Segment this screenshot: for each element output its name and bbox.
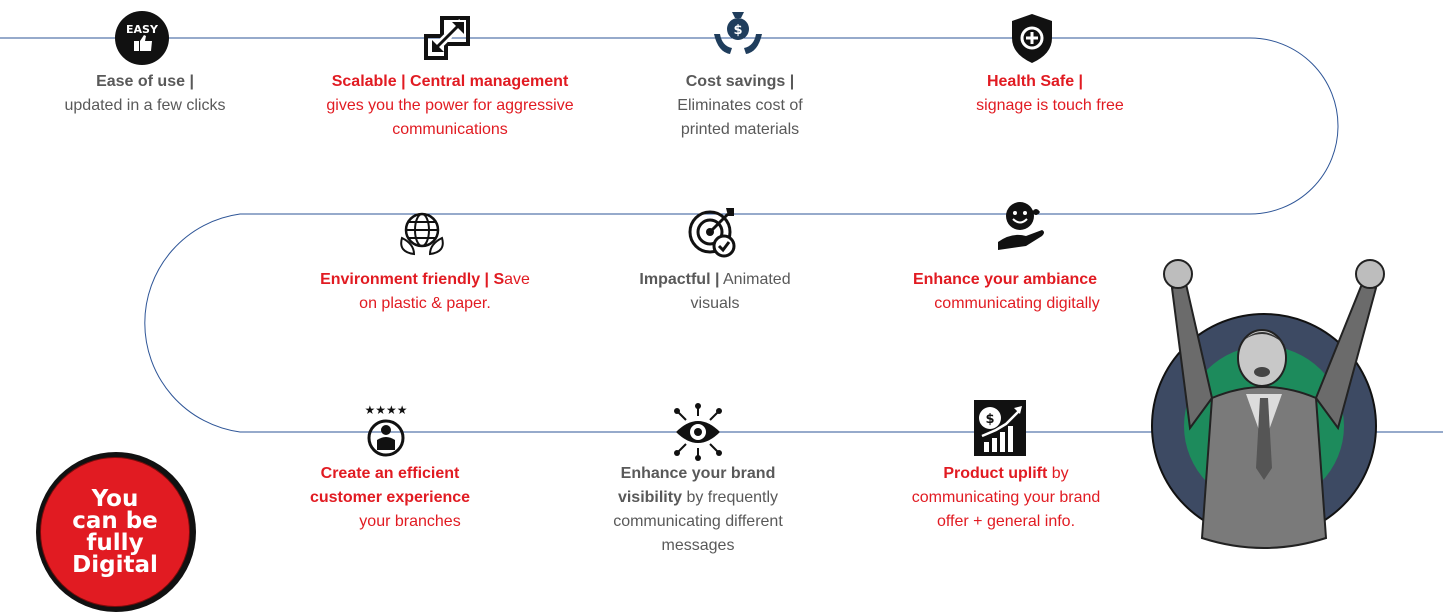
feature-ambiance: Enhance your ambiance communicating digi…	[880, 268, 1130, 316]
eye-network-icon	[668, 402, 728, 462]
feature-customer-title: Create an efficient customer experience	[309, 465, 471, 506]
digital-badge: You can be fully Digital	[40, 457, 190, 607]
target-check-icon	[682, 204, 742, 264]
svg-text:EASY: EASY	[126, 23, 159, 36]
feature-env-inline: ave	[504, 271, 530, 288]
svg-text:$: $	[985, 412, 994, 427]
svg-text:★★★★: ★★★★	[364, 403, 407, 417]
feature-product-uplift: Product uplift by communicating your bra…	[896, 462, 1116, 534]
feature-ease-title: Ease of use |	[96, 73, 194, 90]
feature-impactful: Impactful | Animated visuals	[605, 268, 825, 316]
feature-ambiance-title: Enhance your ambiance	[912, 271, 1098, 288]
feature-brand-visibility: Enhance your brand visibility by frequen…	[588, 462, 808, 558]
feature-health-title: Health Safe |	[986, 73, 1084, 90]
feature-scalable: Scalable | Central management gives you …	[300, 70, 600, 142]
feature-uplift-text: by communicating your brand offer + gene…	[911, 465, 1101, 530]
feature-customer-experience: Create an efficient customer experience …	[290, 462, 490, 534]
feature-env-text: on plastic & paper.	[359, 295, 491, 312]
feature-health-safe: Health Safe | signage is touch free	[930, 70, 1140, 118]
feature-cost-title: Cost savings |	[685, 73, 795, 90]
expand-arrows-icon	[418, 8, 478, 68]
feature-env-title: Environment friendly | S	[320, 271, 505, 288]
celebrating-man-illustration	[1151, 259, 1385, 549]
shield-plus-icon	[1002, 8, 1062, 68]
feature-impact-text: visuals	[690, 295, 740, 312]
feature-brand-title: Enhance your brand visibility	[617, 465, 776, 506]
feature-cost-text: Eliminates cost of printed materials	[677, 97, 803, 138]
feature-scalable-title: Scalable | Central management	[331, 73, 569, 90]
money-bag-hands-icon: $	[708, 4, 768, 64]
feature-scalable-text: gives you the power for aggressive commu…	[326, 97, 574, 138]
money-growth-chart-icon: $	[970, 398, 1030, 458]
feature-ease-of-use: Ease of use | updated in a few clicks	[40, 70, 250, 118]
feature-ease-text: updated in a few clicks	[64, 97, 226, 114]
person-stars-icon: ★★★★	[356, 402, 416, 462]
badge-text: You can be fully Digital	[72, 486, 158, 578]
globe-leaves-icon	[392, 204, 452, 264]
feature-cost-savings: Cost savings | Eliminates cost of printe…	[650, 70, 830, 142]
feature-impact-title: Impactful |	[639, 271, 720, 288]
feature-health-text: signage is touch free	[976, 97, 1124, 114]
svg-text:$: $	[733, 23, 742, 38]
feature-environment: Environment friendly | Save on plastic &…	[290, 268, 560, 316]
feature-brand-text: by frequently communicating different me…	[613, 489, 783, 554]
feature-customer-text: your branches	[359, 513, 461, 530]
feature-ambiance-text: communicating digitally	[934, 295, 1100, 312]
feature-impact-inline: Animated	[723, 271, 791, 288]
feature-uplift-title: Product uplift	[943, 465, 1048, 482]
easy-thumbs-up-icon: EASY	[112, 8, 172, 68]
smiley-hand-icon	[992, 196, 1052, 256]
